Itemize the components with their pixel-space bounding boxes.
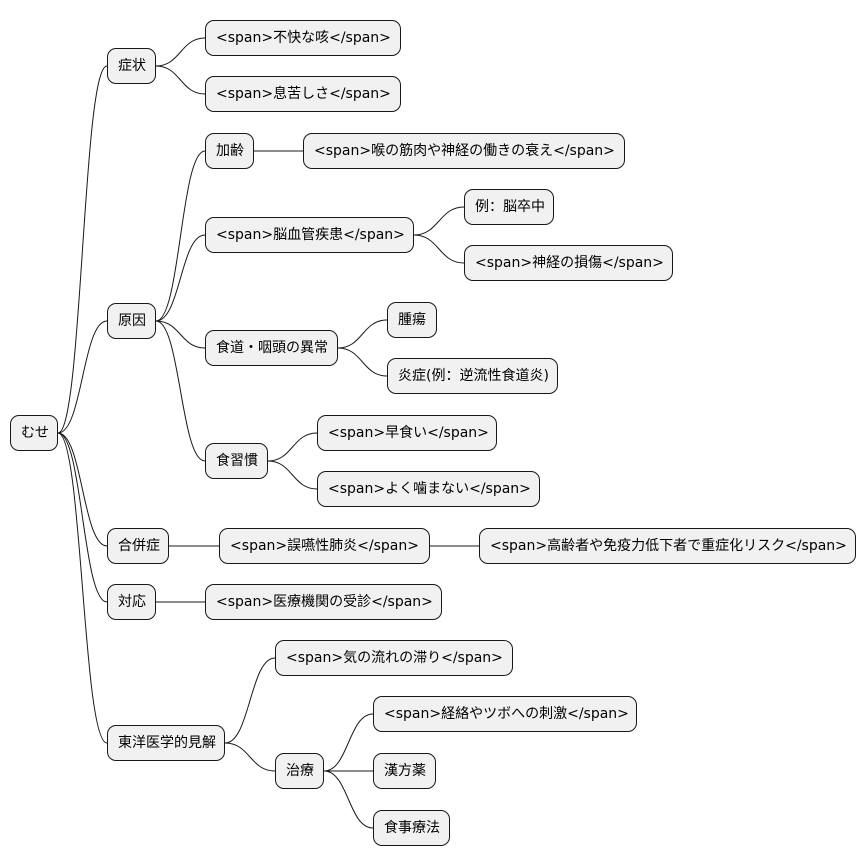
branch-eastern-medicine: 東洋医学的見解 xyxy=(107,725,225,761)
edge-root-node-to-branch-causes xyxy=(57,320,108,434)
symptom-cough: <span>不快な咳</span> xyxy=(205,20,401,56)
response-visit-clinic: <span>医療機関の受診</span> xyxy=(205,584,442,620)
edge-cause-habits-to-habit-fast-eating xyxy=(267,432,318,462)
edge-branch-symptoms-to-symptom-cough xyxy=(155,37,206,67)
complication-risk: <span>高齢者や免疫力低下者で重症化リスク</span> xyxy=(479,528,856,564)
edge-branch-causes-to-cause-habits xyxy=(155,320,206,462)
treatment-herbal: 漢方薬 xyxy=(373,753,436,789)
treatment-acupoints: <span>経絡やツボへの刺激</span> xyxy=(373,696,637,732)
cause-cerebrovascular: <span>脳血管疾患</span> xyxy=(205,217,414,253)
cause-stroke: 例：脳卒中 xyxy=(464,189,554,225)
branch-response: 対応 xyxy=(107,584,156,620)
symptom-breathless: <span>息苦しさ</span> xyxy=(205,76,401,112)
edge-cause-esophagus-to-cause-tumor xyxy=(337,319,388,349)
edge-branch-eastern-medicine-to-eastern-qi-stagnation xyxy=(224,657,276,744)
edge-branch-symptoms-to-symptom-breathless xyxy=(155,65,206,95)
edge-branch-causes-to-cause-aging xyxy=(155,150,206,322)
cause-esophagus: 食道・咽頭の異常 xyxy=(205,330,338,366)
cause-nerve-damage: <span>神経の損傷</span> xyxy=(464,245,673,281)
branch-causes: 原因 xyxy=(107,303,156,339)
cause-habits: 食習慣 xyxy=(205,443,268,479)
edge-cause-cerebrovascular-to-cause-nerve-damage xyxy=(413,234,465,264)
branch-complications: 合併症 xyxy=(107,528,169,564)
edge-cause-cerebrovascular-to-cause-stroke xyxy=(413,206,465,236)
edge-cause-habits-to-habit-not-chewing xyxy=(267,460,318,490)
habit-not-chewing: <span>よく噛まない</span> xyxy=(317,471,540,507)
treatment-diet: 食事療法 xyxy=(373,810,450,846)
cause-inflammation: 炎症(例：逆流性食道炎) xyxy=(387,358,558,394)
complication-pneumonia: <span>誤嚥性肺炎</span> xyxy=(219,528,430,564)
edge-cause-esophagus-to-cause-inflammation xyxy=(337,347,388,377)
edge-root-node-to-branch-symptoms xyxy=(57,65,108,434)
eastern-qi-stagnation: <span>気の流れの滞り</span> xyxy=(275,640,513,676)
edge-branch-eastern-medicine-to-eastern-treatment xyxy=(224,742,276,772)
edge-eastern-treatment-to-treatment-diet xyxy=(323,770,374,829)
eastern-treatment: 治療 xyxy=(275,753,324,789)
cause-aging: 加齢 xyxy=(205,133,254,169)
edge-root-node-to-branch-complications xyxy=(57,432,108,547)
cause-aging-detail: <span>喉の筋肉や神経の働きの衰え</span> xyxy=(303,133,625,169)
edge-root-node-to-branch-eastern-medicine xyxy=(57,432,108,744)
habit-fast-eating: <span>早食い</span> xyxy=(317,415,497,451)
edge-branch-causes-to-cause-esophagus xyxy=(155,320,206,349)
edge-eastern-treatment-to-treatment-acupoints xyxy=(323,713,374,772)
edge-branch-causes-to-cause-cerebrovascular xyxy=(155,234,206,322)
edge-root-node-to-branch-response xyxy=(57,432,108,603)
root-node: むせ xyxy=(10,415,58,451)
branch-symptoms: 症状 xyxy=(107,48,156,84)
cause-tumor: 腫瘍 xyxy=(387,302,437,338)
